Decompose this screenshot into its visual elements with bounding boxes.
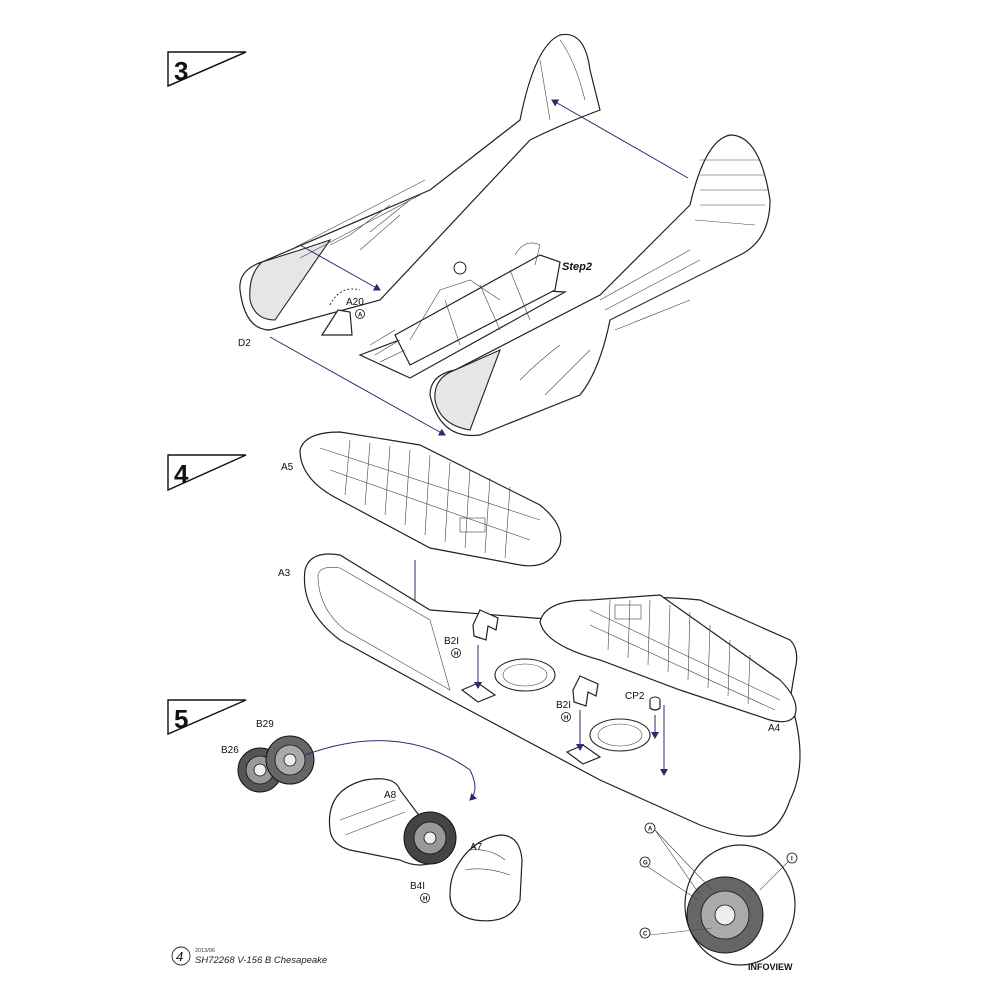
footer: 4 2013/06 SH72268 V-156 B Chesapeake INF… — [171, 946, 793, 972]
label-b29: B29 — [256, 719, 274, 730]
color-ref-c: C — [643, 932, 648, 938]
label-a3: A3 — [278, 568, 291, 579]
label-b26: B26 — [221, 745, 239, 756]
part-b21-left: B2I H — [444, 609, 499, 658]
color-ref-a: A — [648, 827, 653, 833]
step-5-header: 5 — [167, 699, 247, 736]
label-a8: A8 — [384, 790, 397, 801]
label-a5: A5 — [281, 462, 294, 473]
label-b21-left: B2I — [444, 636, 459, 647]
color-ref-i: I — [791, 857, 793, 863]
step-3-number: 3 — [174, 56, 188, 86]
kit-title: SH72268 V-156 B Chesapeake — [195, 955, 327, 966]
step-5-number: 5 — [174, 704, 188, 734]
part-b21-right: B2I H — [556, 675, 599, 722]
fuselage-right-half-d1 — [429, 134, 771, 437]
engine-front-b26-b29: B29 B26 — [221, 719, 315, 793]
label-d2: D2 — [238, 338, 251, 349]
glue-b41: H — [423, 897, 427, 903]
glue-b21-right: H — [564, 716, 568, 722]
step-4-header: 4 — [167, 454, 247, 492]
page-number: 4 — [176, 949, 183, 964]
label-a4: A4 — [768, 723, 781, 734]
label-cp2: CP2 — [625, 691, 645, 702]
glue-a20: A — [358, 313, 363, 319]
label-a20: A20 — [346, 297, 364, 308]
color-ref-g: G — [643, 861, 648, 867]
brand-infoview: INFOVIEW — [748, 962, 793, 972]
glue-b21-left: H — [454, 652, 458, 658]
cockpit-assembly: Step2 — [358, 242, 592, 379]
wing-upper-left-a5 — [299, 431, 562, 567]
part-b41: B4I H — [410, 881, 430, 903]
engine-painting-guide: A G C I — [639, 822, 798, 966]
part-cp2: CP2 — [625, 691, 661, 711]
label-a7: A7 — [470, 842, 483, 853]
step2-reference: Step2 — [562, 261, 592, 273]
cowling-a8-assembly: A8 — [328, 778, 457, 866]
step-4-number: 4 — [174, 459, 189, 489]
cowl-a7: A7 — [449, 834, 523, 922]
wing-upper-right-a4 — [539, 594, 797, 723]
label-b41: B4I — [410, 881, 425, 892]
step-3-header: 3 — [167, 51, 247, 88]
sheet-code: 2013/06 — [195, 948, 215, 954]
label-b21-right: B2I — [556, 700, 571, 711]
fuselage-left-half-d2 — [239, 33, 601, 331]
part-a20: A20 A — [320, 288, 365, 336]
